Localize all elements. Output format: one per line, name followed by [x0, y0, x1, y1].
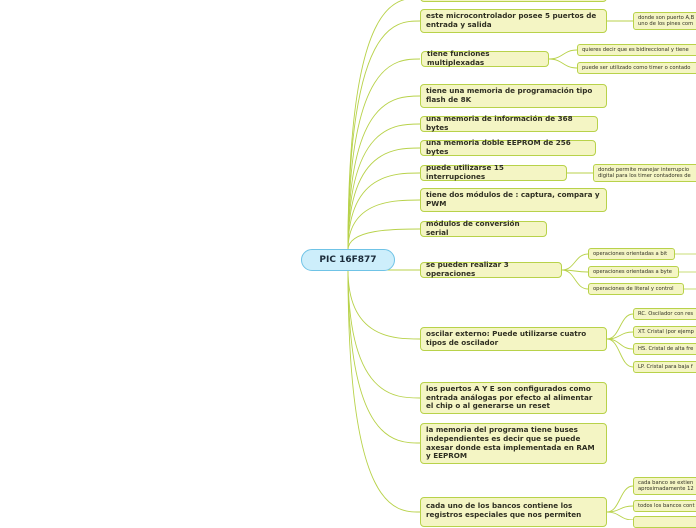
subtopic-node[interactable]: RC. Oscilador con res — [633, 308, 696, 320]
subtopic-node[interactable]: quieres decir que es bidireccional y tie… — [577, 44, 696, 56]
connector-line — [347, 269, 421, 399]
connector-line — [548, 49, 578, 60]
subtopic-node[interactable]: XT. Cristal (por ejemp — [633, 326, 696, 338]
connector-line — [548, 58, 578, 69]
connector-line — [606, 485, 634, 513]
topic-node[interactable]: tiene dos módulos de : captura, compara … — [420, 188, 607, 212]
topic-node[interactable]: los puertos A Y E son configurados como … — [420, 382, 607, 414]
connector-line — [347, 20, 421, 251]
connector-line — [347, 95, 421, 251]
connector-line — [347, 172, 421, 251]
subtopic-node[interactable] — [633, 516, 696, 528]
subtopic-node[interactable]: LP. Cristal para baja f — [633, 361, 696, 373]
subtopic-node[interactable]: operaciones orientadas a bit — [588, 248, 675, 260]
topic-node[interactable]: cada uno de los bancos contiene los regi… — [420, 497, 607, 527]
subtopic-node[interactable]: donde permite manejar interrupcio digita… — [593, 164, 696, 182]
topic-node[interactable]: la memoria del programa tiene buses inde… — [420, 423, 607, 464]
topic-node[interactable]: tiene funciones multiplexadas — [421, 50, 549, 67]
connector-line — [347, 147, 421, 251]
topic-node[interactable]: este microcontrolador posee 5 puertos de… — [420, 9, 607, 33]
subtopic-node[interactable]: donde son puerto A,B uno de los pines co… — [633, 12, 696, 30]
connector-line — [347, 199, 421, 251]
root-node[interactable]: PIC 16F877 — [301, 249, 395, 271]
subtopic-node[interactable]: operaciones orientadas a byte — [588, 266, 679, 278]
connector-line — [606, 511, 634, 520]
connector-line — [347, 269, 421, 444]
subtopic-node[interactable]: cada banco se extien aproximadamente 12 — [633, 477, 696, 495]
topic-node[interactable]: una memoria doble EEPROM de 256 bytes — [420, 139, 596, 156]
subtopic-node[interactable]: puede ser utilizado como timer o contado — [577, 62, 696, 74]
topic-node-partial — [420, 0, 607, 2]
connector-line — [347, 269, 421, 513]
topic-node[interactable]: se pueden realizar 3 operaciones — [420, 261, 562, 278]
connector-line — [606, 338, 634, 368]
connector-line — [347, 58, 421, 251]
subtopic-node[interactable]: todos los bancos cont — [633, 500, 696, 512]
connector-line — [347, 228, 421, 251]
connector-line — [347, 123, 421, 251]
topic-node[interactable]: una memoria de información de 368 bytes — [420, 115, 598, 132]
topic-node[interactable]: módulos de conversión serial — [420, 220, 547, 237]
topic-node[interactable]: tiene una memoria de programación tipo f… — [420, 84, 607, 108]
connector-line — [561, 269, 589, 290]
connector-line — [561, 253, 589, 271]
subtopic-node[interactable]: HS. Cristal de alta fre — [633, 343, 696, 355]
connector-line — [347, 269, 421, 340]
connector-line — [606, 313, 634, 340]
topic-node[interactable]: oscilar externo: Puede utilizarse cuatro… — [420, 327, 607, 351]
topic-node[interactable]: puede utilizarse 15 interrupciones — [420, 164, 567, 181]
subtopic-node[interactable]: operaciones de literal y control — [588, 283, 684, 295]
